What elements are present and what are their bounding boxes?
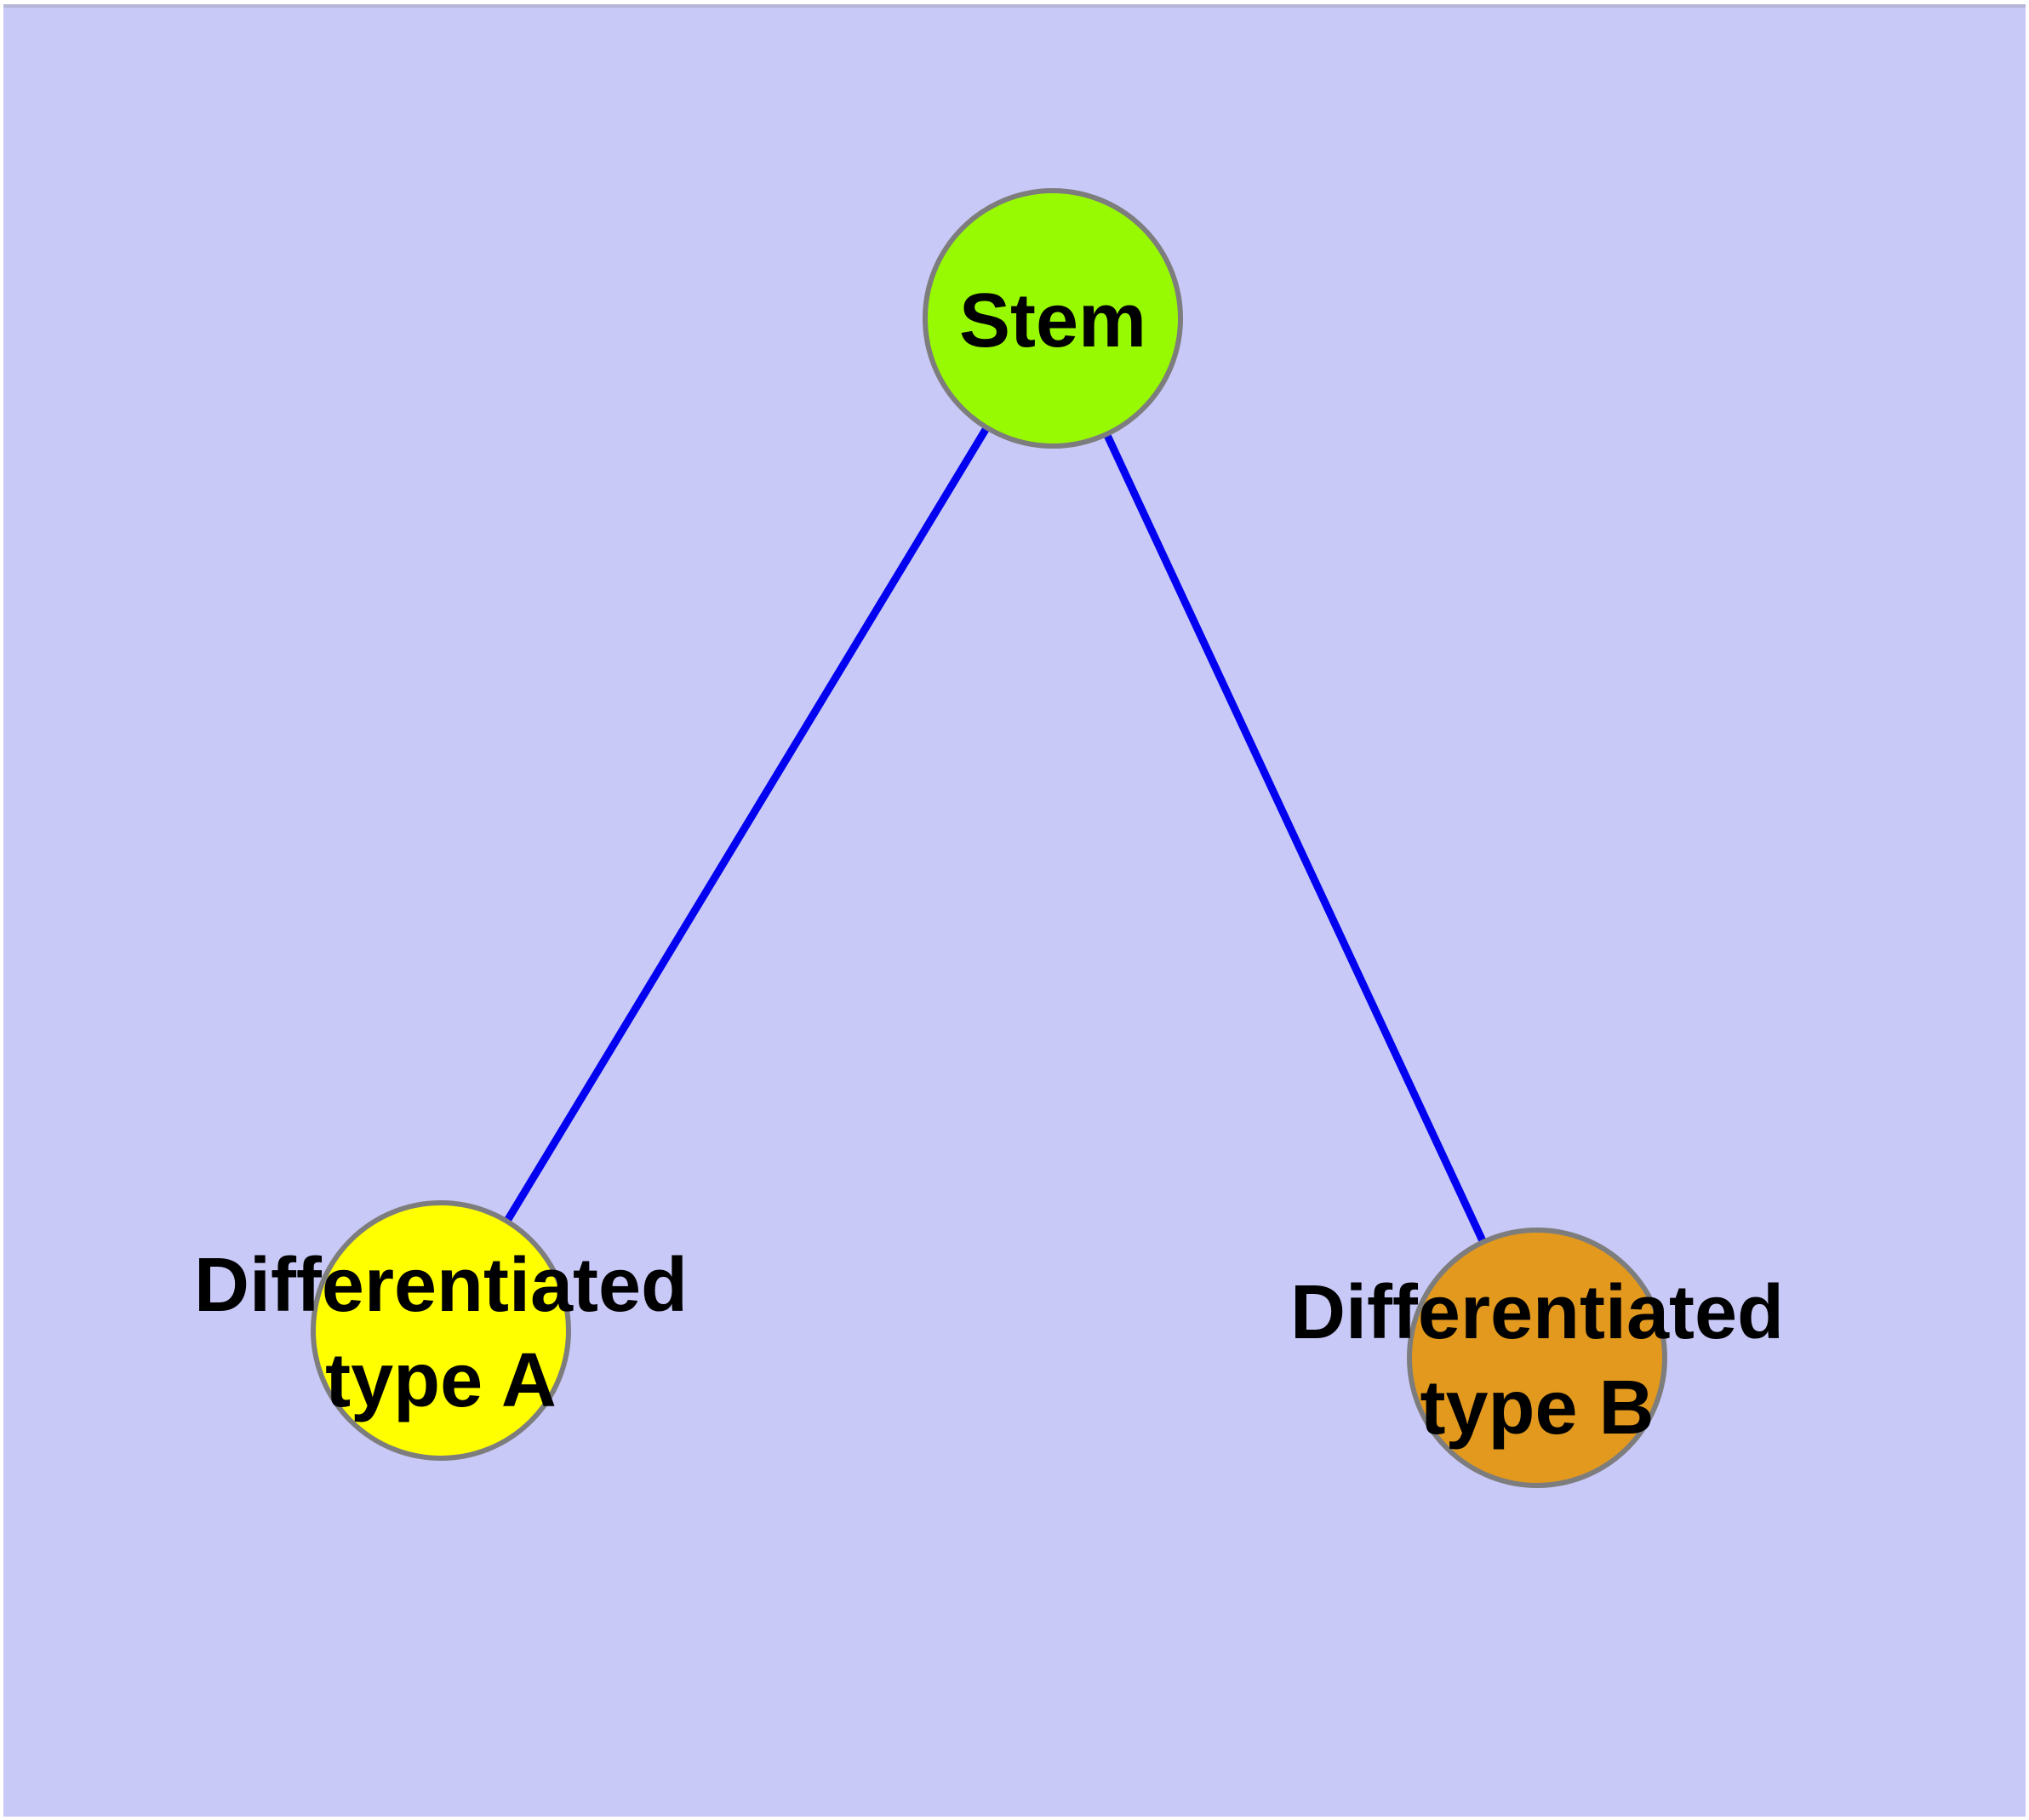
edge-stem-to-type-a <box>437 314 1057 1335</box>
node-type-b-label-line1: Differentiated <box>1290 1270 1784 1355</box>
node-stem <box>923 188 1183 449</box>
node-type-a <box>311 1200 571 1461</box>
node-type-a-label-line1: Differentiated <box>194 1243 688 1328</box>
node-stem-label: Stem <box>959 278 1146 363</box>
plot-top-edge-line <box>3 4 2026 8</box>
node-type-b-label-line2: type B <box>1420 1365 1654 1451</box>
node-type-a-label-line2: type A <box>325 1338 557 1423</box>
edge-stem-to-type-b <box>1049 314 1541 1362</box>
node-type-b <box>1407 1228 1667 1488</box>
